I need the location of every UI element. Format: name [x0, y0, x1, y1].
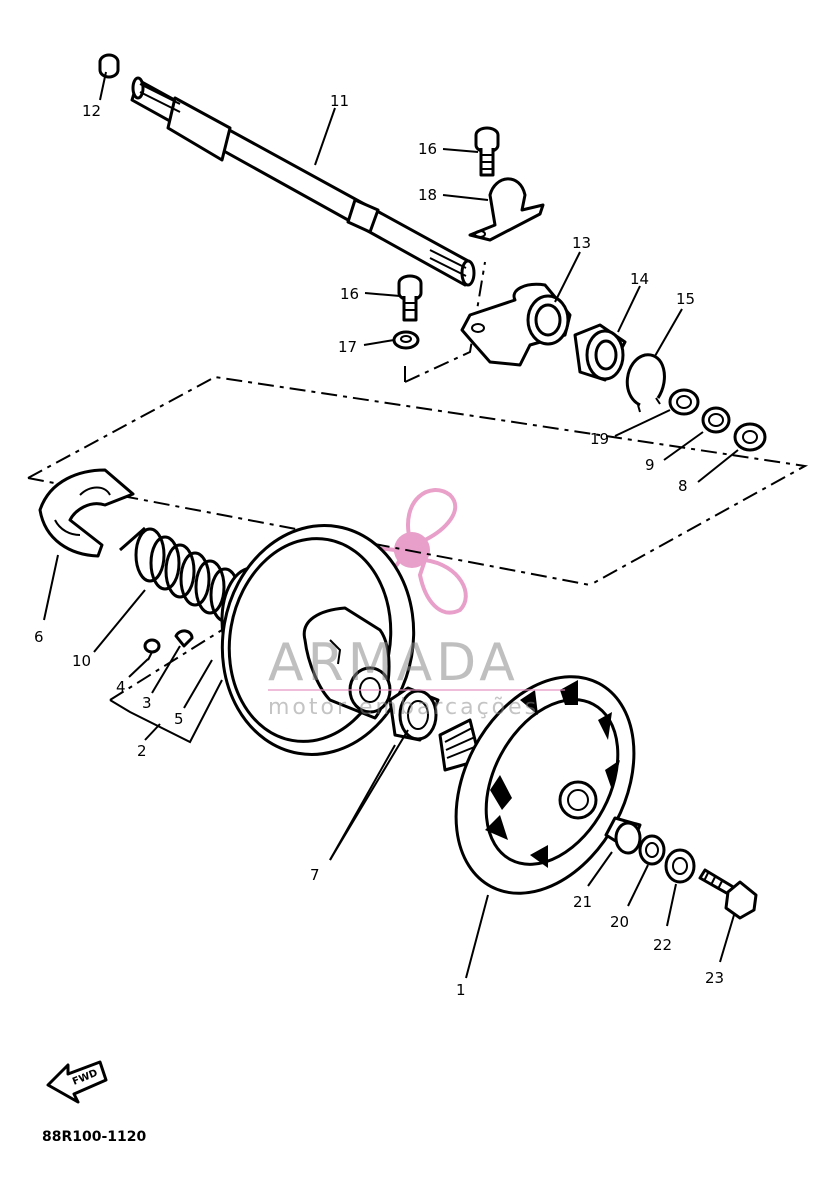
part-14-bearing	[573, 323, 627, 382]
part-6-cam	[38, 468, 135, 558]
callout-4: 4	[116, 678, 126, 696]
watermark-text: ARMADA motor embarcações	[268, 633, 565, 720]
callout-8: 8	[678, 477, 688, 495]
callout-18: 18	[418, 186, 437, 204]
part-22-washer	[664, 848, 696, 884]
callout-7: 7	[310, 866, 320, 884]
part-23-bolt	[698, 868, 758, 920]
part-3-roller	[174, 629, 194, 648]
part-15-circlip	[625, 353, 666, 413]
watermark-brand: ARMADA	[268, 633, 519, 693]
part-11-shaft	[130, 76, 476, 287]
watermark-tagline: motor embarcações	[268, 695, 539, 720]
part-19-washer	[668, 388, 700, 416]
part-17-washer	[392, 330, 420, 350]
callout-2: 2	[137, 742, 147, 760]
callout-16-lower: 16	[340, 285, 359, 303]
callout-1: 1	[456, 981, 466, 999]
part-12-cap	[98, 53, 120, 79]
callout-12: 12	[82, 102, 101, 120]
callout-3: 3	[142, 694, 152, 712]
callout-21: 21	[573, 893, 592, 911]
leader-lines	[43, 71, 739, 979]
callout-16-upper: 16	[418, 140, 437, 158]
front-direction-arrow: FWD	[46, 1060, 108, 1104]
part-16-bolt-lower	[397, 274, 423, 322]
callout-numbers: 12 11 16 18 13 14 15 16 17 19 9 8 6 10 4…	[34, 92, 724, 999]
callout-6: 6	[34, 628, 44, 646]
callout-9: 9	[645, 456, 655, 474]
part-18-bracket	[468, 177, 545, 242]
callout-22: 22	[653, 936, 672, 954]
part-7-bushing	[388, 686, 440, 742]
part-21-collar	[604, 816, 642, 855]
callout-10: 10	[72, 652, 91, 670]
callout-14: 14	[630, 270, 649, 288]
diagram-part-code: 88R100-1120	[42, 1129, 147, 1145]
callout-23: 23	[705, 969, 724, 987]
callout-15: 15	[676, 290, 695, 308]
part-4-screw	[143, 638, 161, 661]
part-16-bolt-upper	[474, 126, 500, 177]
callout-19: 19	[590, 430, 609, 448]
part-8-washer	[733, 422, 767, 452]
part-13-bearing-housing	[460, 282, 572, 367]
callout-20: 20	[610, 913, 629, 931]
callout-17: 17	[338, 338, 357, 356]
part-20-washer	[638, 834, 666, 866]
callout-11: 11	[330, 92, 349, 110]
callout-5: 5	[174, 710, 184, 728]
part-1-fixed-sheave	[438, 675, 636, 895]
callout-13: 13	[572, 234, 591, 252]
part-9-washer	[701, 406, 731, 434]
